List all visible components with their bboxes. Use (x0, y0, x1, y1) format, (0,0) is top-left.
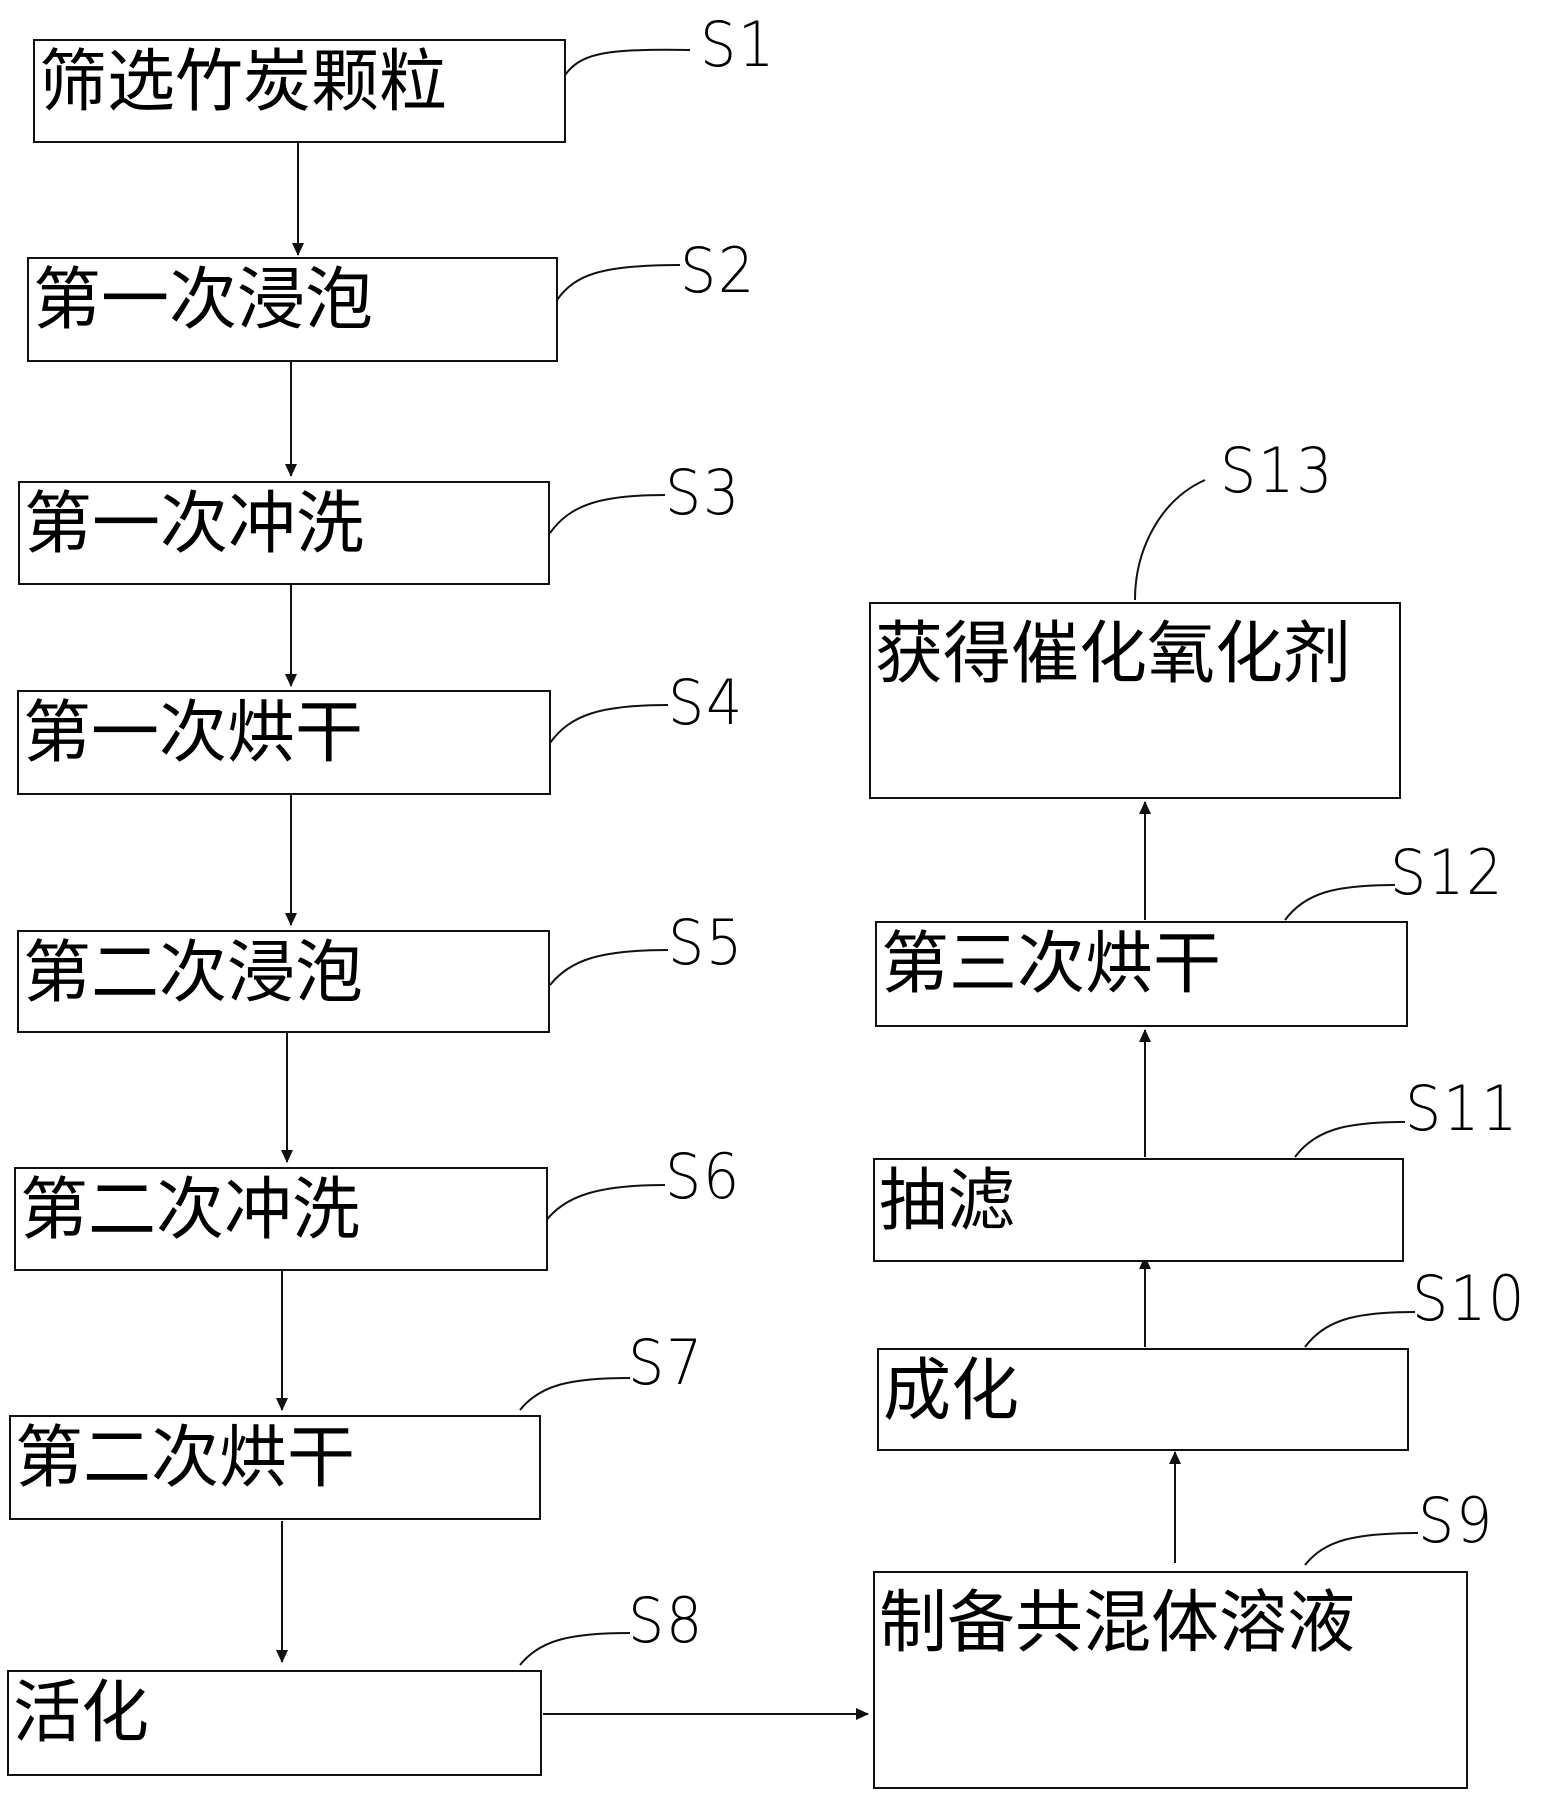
leader-s4 (549, 704, 669, 744)
step-box-s3: 第一次冲洗 (18, 481, 550, 585)
leader-s13 (1134, 479, 1206, 601)
step-box-s1: 筛选竹炭颗粒 (33, 39, 566, 143)
step-box-s8: 活化 (7, 1670, 542, 1776)
step-box-s4: 第一次烘干 (17, 690, 551, 795)
step-box-s11: 抽滤 (873, 1158, 1404, 1262)
step-box-s5: 第二次浸泡 (17, 930, 550, 1033)
step-box-s7: 第二次烘干 (9, 1415, 541, 1520)
leader-s5 (549, 949, 669, 986)
step-label-s8: S8 (628, 1584, 705, 1657)
step-box-s12: 第三次烘干 (875, 921, 1408, 1027)
step-label-s9: S9 (1418, 1484, 1495, 1557)
step-box-s2: 第一次浸泡 (27, 257, 558, 362)
step-label-s6: S6 (665, 1140, 742, 1213)
step-box-s9: 制备共混体溶液 (873, 1571, 1468, 1789)
step-label-s11: S11 (1405, 1072, 1520, 1145)
step-label-s2: S2 (680, 234, 757, 307)
leader-s1 (564, 48, 691, 76)
leader-s6 (544, 1184, 666, 1223)
step-label-s12: S12 (1390, 836, 1505, 909)
leader-s3 (549, 494, 666, 534)
leader-s7 (519, 1377, 631, 1411)
step-label-s1: S1 (700, 8, 777, 81)
leader-s10 (1304, 1311, 1416, 1348)
step-label-s13: S13 (1220, 434, 1335, 507)
step-label-s3: S3 (665, 456, 742, 529)
leader-s9 (1304, 1532, 1419, 1566)
step-box-s6: 第二次冲洗 (14, 1167, 548, 1271)
leader-s11 (1294, 1121, 1406, 1158)
step-label-s10: S10 (1412, 1262, 1527, 1335)
step-box-s10: 成化 (877, 1348, 1409, 1451)
step-label-s4: S4 (668, 666, 745, 739)
leader-s12 (1284, 884, 1396, 921)
leader-s2 (556, 264, 681, 301)
step-label-s5: S5 (668, 906, 745, 979)
step-box-s13: 获得催化氧化剂 (869, 602, 1401, 799)
leader-s8 (519, 1632, 631, 1666)
step-label-s7: S7 (628, 1326, 705, 1399)
